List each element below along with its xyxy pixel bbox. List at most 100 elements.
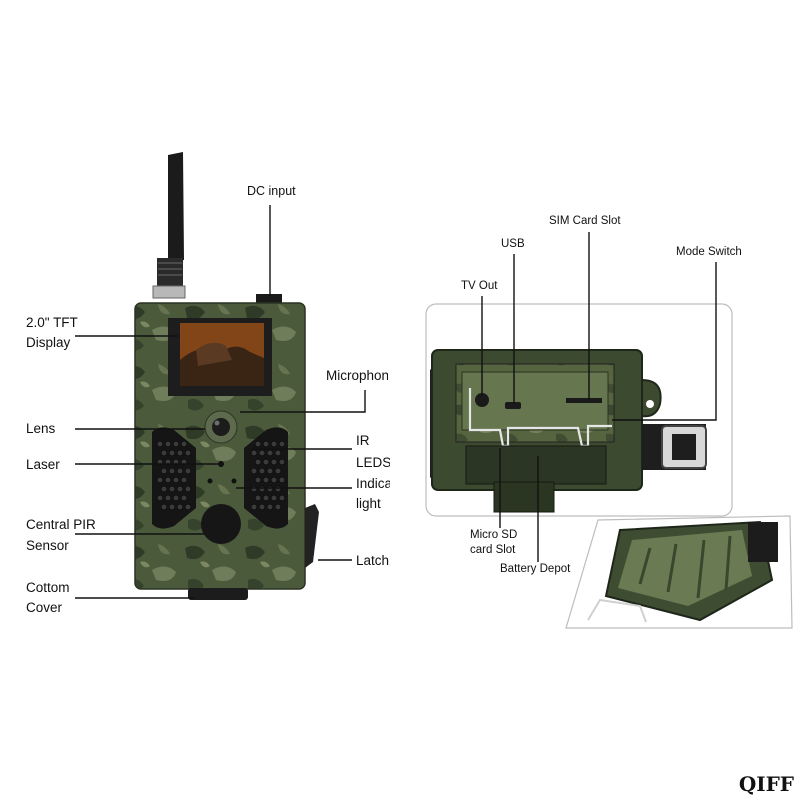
ir-led	[250, 467, 258, 475]
ir-led	[184, 449, 192, 457]
antenna	[152, 152, 186, 299]
label-indicator-line2: light	[356, 496, 381, 511]
ir-led	[250, 485, 258, 493]
label-latch: Latch	[356, 553, 390, 568]
ir-led	[184, 467, 192, 475]
ir-led	[266, 467, 274, 475]
label-tft-display-line2: Display	[26, 335, 71, 350]
label-laser: Laser	[26, 457, 60, 472]
label-ir-line2: LEDS	[356, 455, 390, 470]
ir-led	[250, 503, 258, 511]
label-lens: Lens	[26, 421, 56, 436]
ir-led	[184, 485, 192, 493]
ir-led	[266, 485, 274, 493]
open-camera	[425, 303, 733, 517]
ir-led	[274, 467, 282, 475]
ir-led	[176, 485, 184, 493]
indicator-dot	[207, 478, 213, 484]
ir-led	[164, 440, 172, 448]
label-tv-out: TV Out	[461, 280, 498, 292]
ir-led	[168, 467, 176, 475]
label-bottom-cover-line2: Cover	[26, 600, 63, 615]
ir-led	[274, 485, 282, 493]
ir-led	[172, 440, 180, 448]
ir-leds-right	[250, 440, 286, 511]
ir-led	[262, 440, 270, 448]
ir-led	[274, 449, 282, 457]
ir-led	[180, 494, 188, 502]
ir-led	[262, 458, 270, 466]
ir-led	[180, 476, 188, 484]
left-leader-lines	[75, 205, 366, 599]
label-indicator-crop: Indicator	[356, 474, 390, 494]
battery-compartment	[465, 445, 607, 485]
ir-led	[270, 458, 278, 466]
ir-led	[274, 503, 282, 511]
bottom-cover	[188, 588, 248, 600]
ir-led	[270, 476, 278, 484]
ir-led	[258, 503, 266, 511]
ir-led	[156, 476, 164, 484]
ir-led	[258, 467, 266, 475]
ir-led	[176, 449, 184, 457]
ir-led	[262, 476, 270, 484]
ir-led	[278, 458, 286, 466]
ir-led	[278, 476, 286, 484]
tv-out-port	[475, 393, 489, 407]
ir-led	[176, 503, 184, 511]
ir-led	[270, 494, 278, 502]
ir-led	[180, 440, 188, 448]
label-micro-sd-line1: Micro SD	[470, 529, 518, 541]
ir-led	[254, 440, 262, 448]
front-camera	[134, 152, 319, 600]
sim-slot	[566, 398, 602, 403]
ir-led	[168, 449, 176, 457]
ir-led	[160, 503, 168, 511]
ir-led	[262, 494, 270, 502]
ir-led	[168, 485, 176, 493]
ir-led	[266, 503, 274, 511]
label-battery-depot: Battery Depot	[500, 563, 571, 575]
label-indicator-line1: Indicator	[356, 476, 390, 491]
right-leader-lines	[481, 232, 717, 562]
laser-dot	[218, 461, 224, 467]
label-usb: USB	[501, 238, 525, 250]
ir-led	[156, 440, 164, 448]
usb-port	[505, 402, 521, 409]
label-sim-card-slot: SIM Card Slot	[549, 215, 621, 227]
battery-inset	[565, 515, 793, 629]
ir-led	[254, 458, 262, 466]
label-ir-line2-crop: LEDS	[356, 453, 390, 473]
label-mode-switch: Mode Switch	[676, 246, 742, 258]
label-micro-sd-line2: card Slot	[470, 544, 516, 556]
ir-led	[164, 494, 172, 502]
label-tft-display-line1: 2.0" TFT	[26, 315, 78, 330]
ir-led	[266, 449, 274, 457]
ir-led	[270, 440, 278, 448]
label-bottom-cover-line1: Cottom	[26, 580, 70, 595]
ir-led	[254, 476, 262, 484]
ir-led	[172, 476, 180, 484]
watermark: QIFF	[738, 772, 794, 796]
label-dc-input: DC input	[247, 184, 296, 198]
ir-led	[278, 440, 286, 448]
ir-led	[250, 449, 258, 457]
ir-led	[258, 449, 266, 457]
pir-sensor	[201, 504, 241, 544]
ir-led	[160, 485, 168, 493]
label-microphone-crop: Microphone	[326, 366, 388, 386]
latch	[305, 504, 319, 568]
ir-led	[258, 485, 266, 493]
ir-led	[278, 494, 286, 502]
ir-led	[160, 449, 168, 457]
ir-led	[184, 503, 192, 511]
ir-led	[156, 494, 164, 502]
ir-led	[172, 494, 180, 502]
ir-led	[176, 467, 184, 475]
ir-led	[164, 476, 172, 484]
label-ir-line1: IR	[356, 433, 370, 448]
ir-led	[168, 503, 176, 511]
label-pir-line1: Central PIR	[26, 517, 96, 532]
label-microphone: Microphone	[326, 368, 388, 383]
